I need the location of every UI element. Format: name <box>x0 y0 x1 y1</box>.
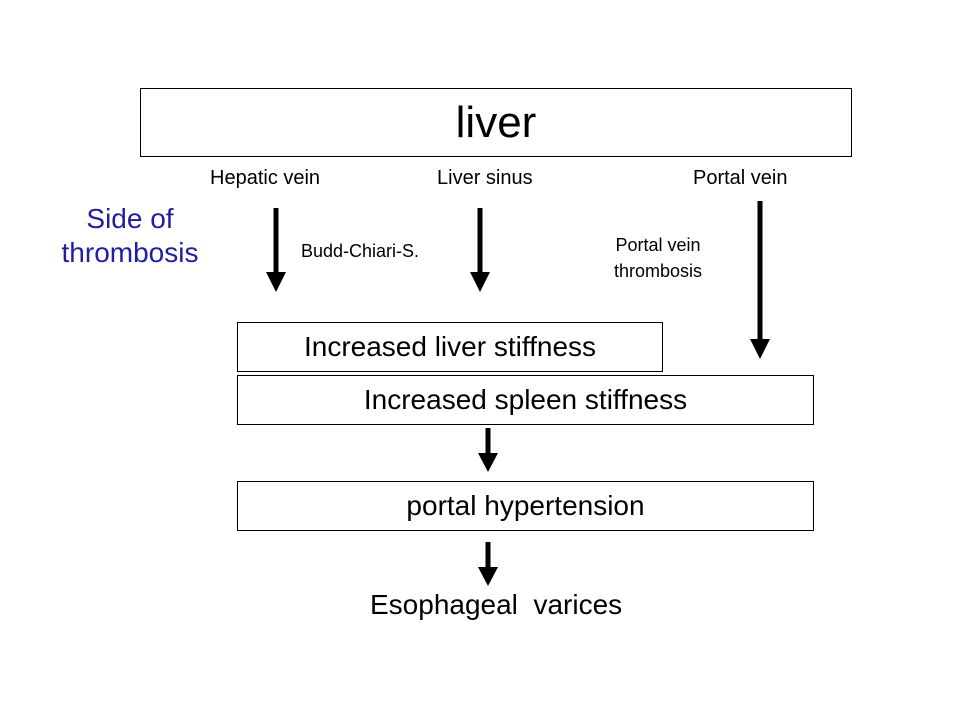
portal-hypertension-label: portal hypertension <box>406 490 645 521</box>
arrow-to-esophageal-varices-head <box>478 567 498 586</box>
side-of-thrombosis-line1: Side of <box>86 203 174 234</box>
budd-chiari-label: Budd-Chiari-S. <box>301 241 420 261</box>
spleen-stiffness-box: Increased spleen stiffness <box>237 375 814 425</box>
arrow-liver-sinus-head <box>470 272 490 292</box>
side-of-thrombosis-line2: thrombosis <box>61 236 199 268</box>
side-of-thrombosis-label: Side of thrombosis <box>40 202 220 269</box>
portal-vein-thrombosis-line1: Portal vein <box>615 235 701 255</box>
arrow-to-esophageal-varices <box>478 542 498 586</box>
arrow-hepatic-vein-head <box>266 272 286 292</box>
spleen-stiffness-label: Increased spleen stiffness <box>363 384 688 415</box>
arrow-portal-vein-head <box>750 339 770 359</box>
esophageal-varices-label: Esophageal varices <box>370 589 623 620</box>
arrow-to-portal-hypertension-head <box>478 453 498 472</box>
hepatic-vein-label: Hepatic vein <box>210 167 321 189</box>
liver-box-label: liver <box>455 97 537 147</box>
portal-vein-thrombosis-line2: thrombosis <box>613 261 703 282</box>
portal-hypertension-box: portal hypertension <box>237 481 814 531</box>
arrow-portal-vein <box>750 201 770 359</box>
liver-stiffness-label: Increased liver stiffness <box>303 331 597 362</box>
arrow-hepatic-vein <box>266 208 286 292</box>
liver-stiffness-box: Increased liver stiffness <box>237 322 663 372</box>
liver-sinus-label: Liver sinus <box>437 167 533 189</box>
arrow-liver-sinus <box>470 208 490 292</box>
liver-box: liver <box>140 88 852 157</box>
portal-vein-thrombosis-label: Portal vein thrombosis <box>578 232 738 284</box>
portal-vein-label: Portal vein <box>693 167 788 189</box>
arrow-to-portal-hypertension <box>478 428 498 472</box>
